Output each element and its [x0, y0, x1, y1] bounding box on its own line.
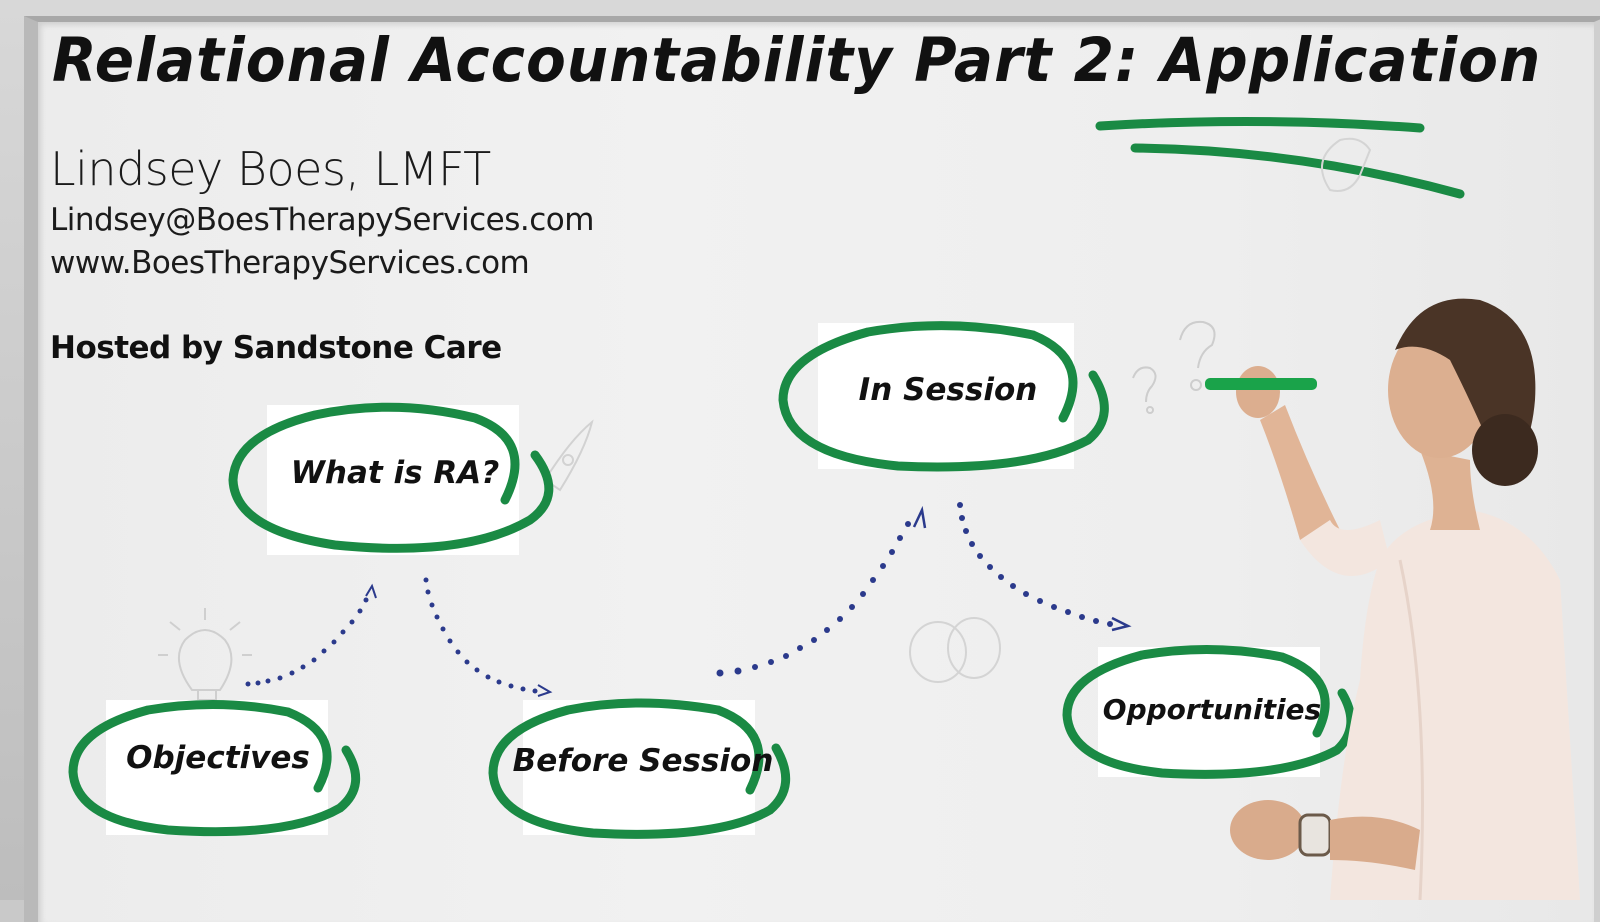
node-in-session: In Session: [778, 320, 1118, 480]
green-circle-stroke: [1062, 645, 1356, 779]
node-card: [267, 405, 519, 555]
node-before-session: Before Session: [488, 698, 798, 843]
green-circle-stroke: [488, 698, 791, 839]
green-circle-stroke: [228, 402, 554, 553]
node-label: Before Session: [512, 743, 774, 779]
presenter-name: Lindsey Boes, LMFT: [50, 142, 491, 196]
green-circle-stroke: [68, 700, 361, 837]
slide-title: Relational Accountability Part 2: Applic…: [52, 24, 1542, 96]
presenter-email: Lindsey@BoesTherapyServices.com: [50, 202, 594, 238]
node-label: In Session: [858, 372, 1038, 408]
node-label: Opportunities: [1102, 693, 1322, 726]
host-line: Hosted by Sandstone Care: [50, 330, 502, 366]
node-card: [818, 323, 1074, 469]
node-label: What is RA?: [290, 455, 500, 491]
green-circle-stroke: [778, 321, 1109, 472]
node-card: [523, 700, 755, 835]
node-card: [1098, 647, 1320, 777]
node-objectives: Objectives: [68, 700, 368, 840]
presenter-website: www.BoesTherapyServices.com: [50, 245, 530, 281]
node-opportunities: Opportunities: [1062, 645, 1362, 785]
node-label: Objectives: [126, 740, 310, 776]
node-what-is-ra: What is RA?: [225, 400, 565, 560]
node-card: [106, 700, 328, 835]
